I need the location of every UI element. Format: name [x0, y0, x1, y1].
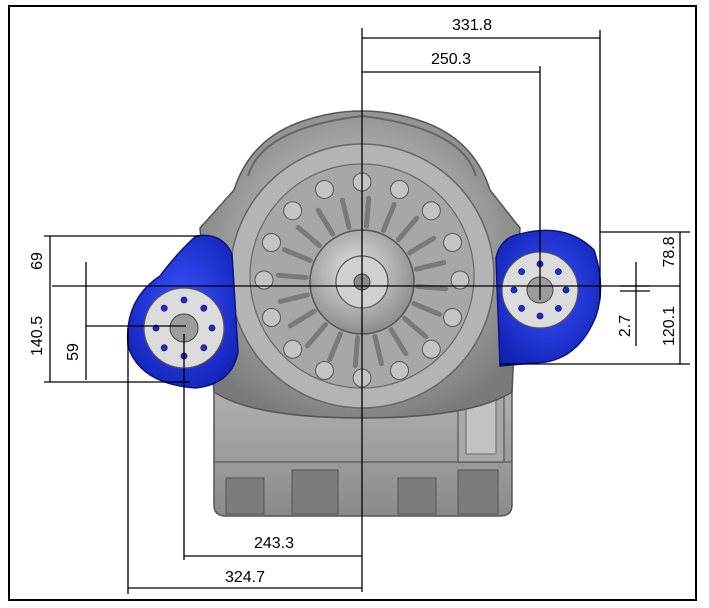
flange-bolt-hole	[180, 296, 188, 304]
flange-bolt	[283, 339, 303, 359]
flange-bolt-hole	[208, 324, 216, 332]
dim-left-lower: 59	[65, 343, 82, 361]
cooling-fin	[407, 235, 437, 256]
flange-bolt	[261, 232, 281, 252]
drawing-frame	[8, 5, 697, 601]
flange-bolt-hole	[518, 304, 526, 312]
cooling-fin	[411, 301, 443, 317]
cooling-fin	[275, 272, 309, 281]
cooling-fin	[315, 207, 336, 237]
flange-bolt	[283, 201, 303, 221]
flange-bolt-hole	[562, 286, 570, 294]
flange-bolt	[390, 179, 410, 199]
flange-bolts	[254, 172, 470, 388]
flange-bolt	[450, 270, 470, 290]
dim-bottom-outer: 324.7	[225, 569, 265, 586]
dim-left-total: 140.5	[29, 316, 46, 356]
flange-bolt	[443, 232, 463, 252]
cooling-fin	[287, 308, 317, 329]
cooling-fin	[413, 260, 447, 272]
cooling-fin	[372, 333, 384, 367]
flange-bolt-hole	[554, 304, 562, 312]
dim-right-offset: 2.7	[617, 315, 634, 337]
cooling-fin	[327, 331, 343, 363]
flange-bolt	[314, 361, 334, 381]
dim-left-upper: 69	[29, 252, 46, 270]
cooling-fin	[295, 224, 322, 249]
flange-bolt	[421, 339, 441, 359]
cooling-fin	[281, 247, 313, 263]
flange-bolt-hole	[518, 268, 526, 276]
flange-bolt-hole	[536, 312, 544, 320]
right-mount-bracket	[495, 229, 602, 367]
flange-bolt	[390, 361, 410, 381]
cooling-fins	[275, 195, 449, 369]
flange-bolt-hole	[510, 286, 518, 294]
cooling-fin	[395, 215, 420, 242]
flange-bolt-hole	[554, 268, 562, 276]
flange-bolt-hole	[160, 304, 168, 312]
left-flange-bolts	[152, 296, 216, 360]
flange-bolt-hole	[200, 304, 208, 312]
dim-bottom-inner: 243.3	[254, 535, 294, 552]
cooling-fin	[402, 315, 429, 340]
dim-right-upper: 78.8	[661, 236, 678, 267]
base-ribs	[225, 469, 499, 515]
cooling-fin	[381, 201, 397, 233]
flange-bolt	[261, 308, 281, 328]
flange-bolt-hole	[160, 344, 168, 352]
cooling-fin	[352, 335, 361, 369]
flange-bolt-hole	[200, 344, 208, 352]
dimension-lines	[44, 28, 690, 594]
cooling-fin	[277, 292, 311, 304]
flange-bolt	[421, 201, 441, 221]
cooling-fin	[304, 322, 329, 349]
dim-right-lower: 120.1	[661, 306, 678, 346]
cooling-fin	[415, 283, 449, 292]
gearbox-body	[199, 110, 521, 517]
left-mount-bracket	[126, 234, 239, 389]
dim-top-inner: 250.3	[431, 51, 471, 68]
flange-bolt	[254, 270, 274, 290]
dim-top-outer: 331.8	[452, 17, 492, 34]
cooling-fin	[388, 327, 409, 357]
cooling-fin	[363, 195, 372, 229]
flange-bolt	[314, 179, 334, 199]
cooling-fin	[340, 197, 352, 231]
flange-bolt	[443, 308, 463, 328]
